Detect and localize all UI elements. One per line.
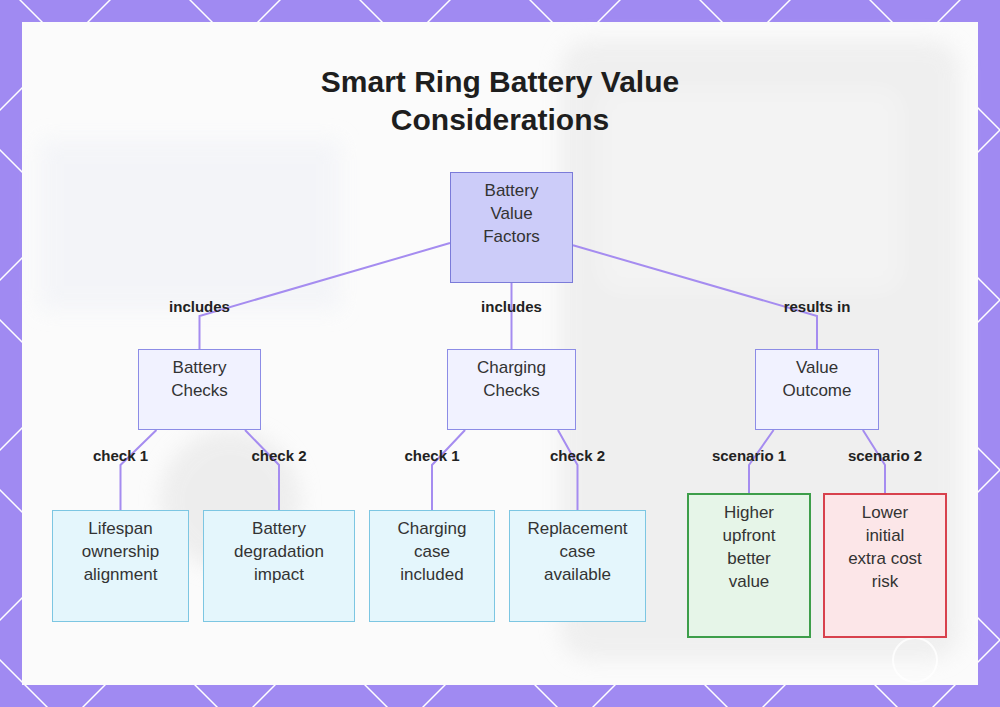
process-box: Battery Checks xyxy=(138,349,261,430)
box-text: Battery Checks xyxy=(151,356,248,402)
connector-line xyxy=(573,245,817,349)
process-box: Lifespan ownership alignment xyxy=(52,510,189,622)
process-box: Battery degradation impact xyxy=(203,510,355,622)
connector-line xyxy=(511,283,513,349)
process-box: Replacement case available xyxy=(509,510,646,622)
box-text: Lower initial extra cost risk xyxy=(845,501,925,593)
box-text: Battery Value Factors xyxy=(463,179,560,248)
box-text: Value Outcome xyxy=(768,356,866,402)
box-text: Charging Checks xyxy=(460,356,563,402)
diagram-title: Smart Ring Battery Value Considerations xyxy=(290,63,710,139)
connector-line xyxy=(432,430,465,510)
box-text: Lifespan ownership alignment xyxy=(65,517,176,586)
edge-label: scenario 2 xyxy=(848,447,922,464)
box-text: Higher upfront better value xyxy=(709,501,789,593)
process-box: Lower initial extra cost risk xyxy=(823,493,947,638)
box-text: Replacement case available xyxy=(526,517,629,586)
logo-mark xyxy=(893,638,937,682)
blurred-photo xyxy=(40,40,960,660)
connector-line xyxy=(245,430,279,510)
edge-label: results in xyxy=(784,298,851,315)
connector-line xyxy=(121,430,157,510)
box-text: Charging case included xyxy=(384,517,480,586)
process-box: Value Outcome xyxy=(755,349,879,430)
connector-line xyxy=(558,430,578,510)
process-box: Higher upfront better value xyxy=(687,493,811,638)
process-box: Charging case included xyxy=(369,510,495,622)
edge-label: check 1 xyxy=(404,447,459,464)
process-box: Battery Value Factors xyxy=(450,172,573,283)
edge-label: check 2 xyxy=(550,447,605,464)
edge-label: includes xyxy=(169,298,230,315)
process-box: Charging Checks xyxy=(447,349,576,430)
edge-label: includes xyxy=(481,298,542,315)
edge-label: check 2 xyxy=(251,447,306,464)
panel xyxy=(22,22,978,685)
edge-label: check 1 xyxy=(93,447,148,464)
edge-label: scenario 1 xyxy=(712,447,786,464)
connector-line xyxy=(200,243,451,349)
box-text: Battery degradation impact xyxy=(216,517,342,586)
